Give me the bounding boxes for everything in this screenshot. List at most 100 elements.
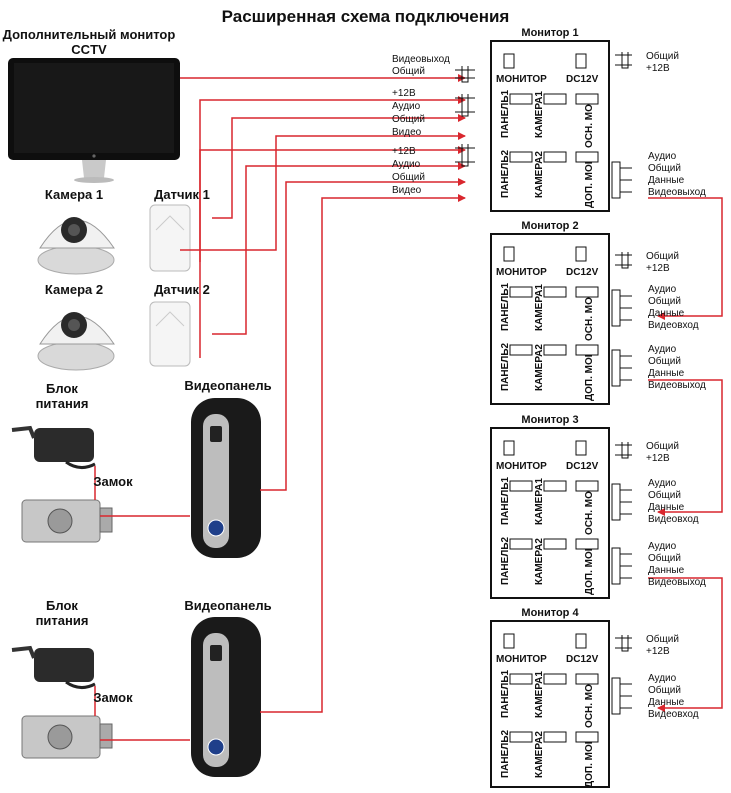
m2-12v: +12В — [646, 263, 670, 274]
port-panel1: ПАНЕЛЬ1 — [500, 476, 511, 525]
camera1-label: Камера 1 — [44, 187, 104, 202]
power-supply-2-icon — [11, 645, 96, 689]
connector-stubs — [455, 52, 632, 715]
m1-audio: Аудио — [648, 151, 677, 162]
sig-video-1: Видео — [392, 127, 422, 138]
port-main-mon: ОСН. МОН. — [584, 287, 595, 341]
port-main-mon: ОСН. МОН. — [584, 481, 595, 535]
panel1-label: Видеопанель — [184, 378, 272, 393]
power-supply-1-icon — [11, 425, 96, 469]
port-panel2: ПАНЕЛЬ2 — [500, 729, 511, 778]
lock2-label: Замок — [93, 690, 133, 705]
m2-videoin: Видеовход — [648, 320, 699, 331]
sig-videoout: Видеовыход — [392, 54, 450, 65]
sensor2-label: Датчик 2 — [154, 282, 210, 297]
m1-common2: Общий — [648, 163, 681, 174]
port-socket — [509, 151, 533, 163]
m3-common2: Общий — [648, 490, 681, 501]
m4-data: Данные — [648, 697, 685, 708]
port-camera1: КАМЕРА1 — [534, 91, 545, 138]
m1-data: Данные — [648, 175, 685, 186]
port-socket — [503, 633, 515, 649]
port-dc12: DC12V — [566, 654, 599, 665]
m2-common: Общий — [646, 251, 679, 262]
port-socket — [543, 344, 567, 356]
port-socket — [575, 246, 587, 262]
port-camera1: КАМЕРА1 — [534, 671, 545, 718]
psu1-label: Блок питания — [35, 381, 89, 411]
port-extra-mon: ДОП. МОН. — [584, 347, 595, 401]
monitor-1-title: Монитор 1 — [521, 27, 579, 39]
sig-12v-2: +12В — [392, 146, 416, 157]
port-dc12: DC12V — [566, 74, 599, 85]
port-socket — [509, 286, 533, 298]
port-panel1: ПАНЕЛЬ1 — [500, 282, 511, 331]
m2-audio: Аудио — [648, 284, 677, 295]
m3-12v: +12В — [646, 453, 670, 464]
port-panel2: ПАНЕЛЬ2 — [500, 536, 511, 585]
port-socket — [509, 93, 533, 105]
m3-videoout: Видеовыход — [648, 577, 706, 588]
sig-audio-1: Аудио — [392, 101, 421, 112]
psu2-label: Блок питания — [35, 598, 89, 628]
electric-lock-2-icon — [21, 715, 113, 759]
port-camera1: КАМЕРА1 — [534, 284, 545, 331]
motion-sensor-2-icon — [149, 301, 191, 367]
port-monitor: МОНИТОР — [496, 267, 547, 278]
port-panel1: ПАНЕЛЬ1 — [500, 89, 511, 138]
port-socket — [503, 246, 515, 262]
m3-common: Общий — [646, 441, 679, 452]
port-panel2: ПАНЕЛЬ2 — [500, 342, 511, 391]
m2-videoout: Видеовыход — [648, 380, 706, 391]
port-socket — [543, 538, 567, 550]
dome-camera-1-icon — [37, 217, 115, 275]
m4-common2: Общий — [648, 685, 681, 696]
port-camera2: КАМЕРА2 — [534, 538, 545, 585]
m2-common-b: Общий — [648, 356, 681, 367]
port-extra-mon: ДОП. МОН. — [584, 154, 595, 208]
port-dc12: DC12V — [566, 267, 599, 278]
m4-common: Общий — [646, 634, 679, 645]
motion-sensor-1-icon — [149, 204, 191, 272]
m2-audio-b: Аудио — [648, 344, 677, 355]
port-panel2: ПАНЕЛЬ2 — [500, 149, 511, 198]
sig-video-2: Видео — [392, 185, 422, 196]
sig-audio-2: Аудио — [392, 159, 421, 170]
port-socket — [543, 673, 567, 685]
port-socket — [543, 93, 567, 105]
port-socket — [543, 480, 567, 492]
port-camera2: КАМЕРА2 — [534, 151, 545, 198]
m4-12v: +12В — [646, 646, 670, 657]
diagram-title: Расширенная схема подключения — [221, 7, 510, 26]
port-socket — [509, 480, 533, 492]
video-panel-2-icon — [191, 617, 261, 777]
electric-lock-1-icon — [21, 499, 113, 543]
port-camera2: КАМЕРА2 — [534, 344, 545, 391]
port-socket — [503, 440, 515, 456]
lock1-label: Замок — [93, 474, 133, 489]
monitor-4-box: Монитор 4 МОНИТОР DC12V ПАНЕЛЬ1 КАМЕРА1 … — [490, 607, 610, 788]
port-socket — [509, 673, 533, 685]
red-wires — [94, 74, 723, 741]
sig-12v-1: +12В — [392, 88, 416, 99]
monitor-4-title: Монитор 4 — [521, 607, 579, 619]
port-monitor: МОНИТОР — [496, 461, 547, 472]
m1-videoout: Видеовыход — [648, 187, 706, 198]
m2-data-b: Данные — [648, 368, 685, 379]
port-panel1: ПАНЕЛЬ1 — [500, 669, 511, 718]
m3-audio: Аудио — [648, 478, 677, 489]
m4-audio: Аудио — [648, 673, 677, 684]
video-panel-1-icon — [191, 398, 261, 558]
port-main-mon: ОСН. МОН. — [584, 674, 595, 728]
sensor1-label: Датчик 1 — [154, 187, 210, 202]
sig-common-0: Общий — [392, 66, 425, 77]
m4-videoin: Видеовход — [648, 709, 699, 720]
port-socket — [509, 344, 533, 356]
port-monitor: МОНИТОР — [496, 654, 547, 665]
sig-common-2: Общий — [392, 172, 425, 183]
m1-common: Общий — [646, 51, 679, 62]
monitor-3-title: Монитор 3 — [521, 414, 579, 426]
m3-audio-b: Аудио — [648, 541, 677, 552]
